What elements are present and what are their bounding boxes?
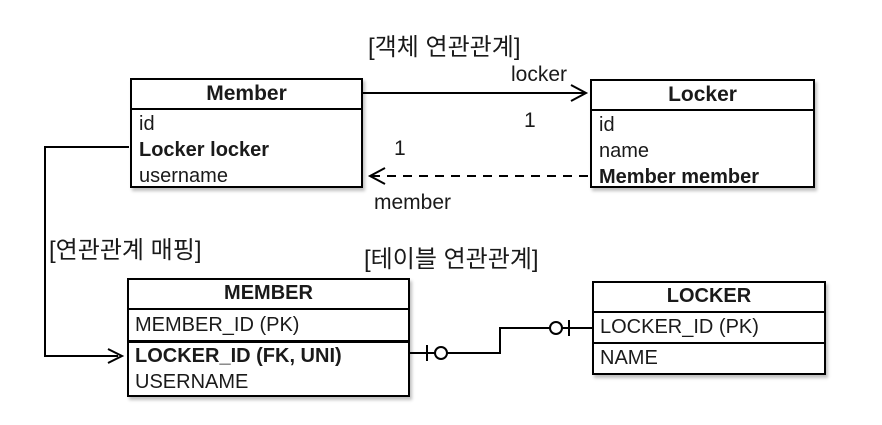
member-table-title: MEMBER bbox=[129, 280, 408, 310]
locker-table-col-locker-id: LOCKER_ID (PK) bbox=[594, 313, 824, 344]
locker-table-col-name: NAME bbox=[600, 347, 658, 369]
member-edge-label: member bbox=[374, 191, 452, 214]
locker-field-id: id bbox=[599, 114, 615, 136]
locker-edge-multiplicity: 1 bbox=[524, 109, 536, 132]
member-table-box: MEMBER MEMBER_ID (PK) LOCKER_ID (FK, UNI… bbox=[127, 278, 410, 397]
member-table-col-locker-id: LOCKER_ID (FK, UNI) bbox=[135, 345, 342, 367]
locker-edge-label: locker bbox=[510, 63, 567, 86]
member-field-id: id bbox=[139, 113, 155, 135]
locker-class-title: Locker bbox=[592, 81, 813, 111]
association-mapping-label: [연관관계 매핑] bbox=[49, 237, 202, 264]
locker-table-title: LOCKER bbox=[594, 283, 824, 313]
locker-class-box: Locker id name Member member bbox=[590, 79, 815, 188]
locker-field-name: name bbox=[599, 140, 650, 162]
member-association-arrow bbox=[367, 167, 588, 185]
member-class-box: Member id Locker locker username bbox=[130, 78, 363, 188]
locker-association-arrow bbox=[363, 84, 589, 102]
object-association-label: [객체 연관관계] bbox=[368, 34, 521, 61]
locker-table-box: LOCKER LOCKER_ID (PK) NAME bbox=[592, 281, 826, 375]
locker-field-member: Member member bbox=[599, 166, 760, 188]
member-edge-multiplicity: 1 bbox=[394, 137, 406, 160]
locker-class-fields: id name Member member bbox=[592, 111, 813, 190]
member-field-username: username bbox=[139, 165, 228, 187]
table-association-label: [테이블 연관관계] bbox=[364, 246, 539, 273]
member-class-fields: id Locker locker username bbox=[132, 110, 361, 189]
table-relationship-connector bbox=[410, 320, 592, 361]
member-field-locker: Locker locker bbox=[139, 139, 270, 161]
member-class-title: Member bbox=[132, 80, 361, 110]
member-table-col-username: USERNAME bbox=[135, 371, 249, 393]
member-table-col-member-id: MEMBER_ID (PK) bbox=[129, 310, 408, 343]
